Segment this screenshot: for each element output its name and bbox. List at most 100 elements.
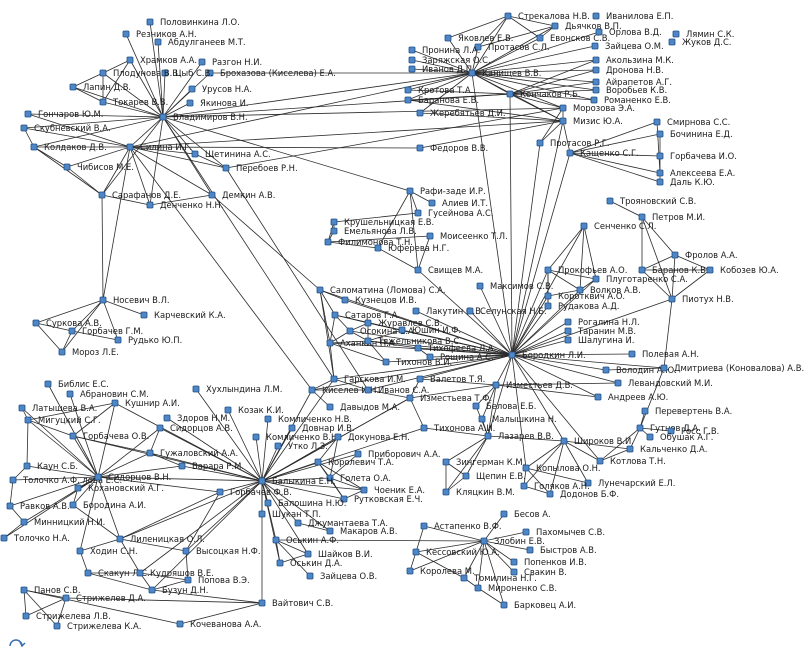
- node-marker[interactable]: [646, 433, 654, 441]
- node-marker[interactable]: [526, 546, 534, 554]
- node-marker[interactable]: [294, 519, 302, 527]
- graph-node[interactable]: Резников А.Н.: [122, 29, 197, 39]
- node-marker[interactable]: [544, 266, 552, 274]
- graph-node[interactable]: Иванов С.А.: [364, 385, 429, 395]
- node-marker[interactable]: [24, 416, 32, 424]
- node-marker[interactable]: [560, 437, 568, 445]
- graph-node[interactable]: Изместьева Т.Ф.: [406, 393, 492, 403]
- node-marker[interactable]: [341, 296, 349, 304]
- node-marker[interactable]: [484, 432, 492, 440]
- graph-node[interactable]: Силина И.Г.: [126, 142, 192, 152]
- node-marker[interactable]: [426, 353, 434, 361]
- node-marker[interactable]: [420, 424, 428, 432]
- node-marker[interactable]: [23, 462, 31, 470]
- graph-node[interactable]: Стрижелева К.А.: [53, 621, 141, 631]
- graph-node[interactable]: Смирнова С.С.: [653, 117, 730, 127]
- node-marker[interactable]: [641, 407, 649, 415]
- graph-node[interactable]: Якинова И.: [186, 98, 249, 108]
- graph-node[interactable]: Панов С.В.: [20, 585, 81, 595]
- node-marker[interactable]: [0, 534, 8, 542]
- node-marker[interactable]: [442, 458, 450, 466]
- graph-node[interactable]: Давыдов М.А.: [326, 402, 400, 412]
- graph-node[interactable]: Иванов Д.П.: [408, 64, 475, 74]
- graph-node[interactable]: Перебоев Р.Н.: [222, 163, 298, 173]
- node-marker[interactable]: [522, 528, 530, 536]
- graph-node[interactable]: Емельянова Л.В.: [330, 226, 417, 236]
- graph-node[interactable]: Полевая А.Н.: [628, 349, 699, 359]
- node-marker[interactable]: [334, 433, 342, 441]
- node-marker[interactable]: [346, 327, 354, 335]
- corner-refresh-icon[interactable]: [9, 639, 26, 648]
- node-marker[interactable]: [546, 490, 554, 498]
- graph-node[interactable]: Яковлев Е.В.: [444, 33, 513, 43]
- graph-node[interactable]: Селунская Н.Б.: [466, 306, 547, 316]
- node-marker[interactable]: [252, 433, 260, 441]
- node-marker[interactable]: [140, 311, 148, 319]
- graph-node[interactable]: Баранова Е.В.: [404, 95, 479, 105]
- graph-node[interactable]: Орлова В.Д.: [595, 27, 662, 37]
- node-marker[interactable]: [198, 58, 206, 66]
- graph-node[interactable]: Брохазова (Киселева) Е.А.: [206, 68, 336, 78]
- graph-node[interactable]: Дьячков В.П.: [551, 21, 622, 31]
- graph-node[interactable]: Макаров А.В.: [326, 526, 397, 536]
- graph-node[interactable]: Королевич Т.А.: [314, 457, 394, 467]
- graph-node[interactable]: Денченко Н.Н.: [146, 200, 224, 210]
- graph-node[interactable]: Мигуцкий С.Г.: [24, 415, 101, 425]
- node-marker[interactable]: [500, 601, 508, 609]
- graph-node[interactable]: Кащенко С.Г.: [566, 148, 639, 158]
- graph-node[interactable]: Кушнир А.И.: [111, 398, 180, 408]
- graph-node[interactable]: Баранов К.В.: [638, 265, 709, 275]
- graph-node[interactable]: Кротова Т.А.: [404, 85, 473, 95]
- graph-node[interactable]: Пиотух Н.В.: [668, 294, 734, 304]
- node-marker[interactable]: [592, 275, 600, 283]
- graph-node[interactable]: Голяков А.Н.: [520, 481, 590, 491]
- graph-node[interactable]: Белова Е.Б.: [472, 401, 536, 411]
- node-marker[interactable]: [276, 559, 284, 567]
- graph-node[interactable]: Урусов Н.А.: [188, 84, 252, 94]
- graph-node[interactable]: Комличенко В.Н.: [252, 432, 340, 442]
- node-marker[interactable]: [590, 96, 598, 104]
- node-marker[interactable]: [566, 149, 574, 157]
- node-marker[interactable]: [258, 477, 266, 485]
- node-marker[interactable]: [591, 42, 599, 50]
- graph-node[interactable]: Рафи-заде И.Р.: [406, 186, 486, 196]
- node-marker[interactable]: [330, 227, 338, 235]
- graph-node[interactable]: Толочко Н.А.: [0, 533, 70, 543]
- graph-node[interactable]: Бочинина Е.Д.: [656, 129, 733, 139]
- node-marker[interactable]: [474, 584, 482, 592]
- node-marker[interactable]: [274, 442, 282, 450]
- graph-node[interactable]: Протасов С.Л.: [474, 42, 550, 52]
- graph-node[interactable]: Джумантаева Т.А.: [294, 518, 388, 528]
- graph-node[interactable]: Трояновский С.В.: [606, 196, 696, 206]
- node-marker[interactable]: [63, 163, 71, 171]
- graph-node[interactable]: Акользина М.К.: [592, 55, 674, 65]
- graph-node[interactable]: Сидорцов А.В.: [156, 423, 233, 433]
- graph-node[interactable]: Перевертень В.А.: [641, 406, 732, 416]
- graph-node[interactable]: Кочеванова А.А.: [176, 619, 261, 629]
- node-marker[interactable]: [592, 56, 600, 64]
- node-marker[interactable]: [592, 12, 600, 20]
- node-marker[interactable]: [414, 209, 422, 217]
- graph-node[interactable]: Алексеева Е.А.: [656, 168, 735, 178]
- node-marker[interactable]: [544, 292, 552, 300]
- graph-node[interactable]: Суркова А.В.: [32, 318, 102, 328]
- node-marker[interactable]: [331, 311, 339, 319]
- graph-node[interactable]: Попова В.Э.: [184, 575, 250, 585]
- graph-node[interactable]: Здоров Н.М.: [163, 413, 230, 423]
- node-marker[interactable]: [420, 522, 428, 530]
- graph-node[interactable]: Пронина Л.А.: [408, 45, 480, 55]
- node-marker[interactable]: [163, 414, 171, 422]
- graph-node[interactable]: Абдулганеев М.Т.: [154, 37, 246, 47]
- node-marker[interactable]: [20, 124, 28, 132]
- graph-node[interactable]: Каун С.Б.: [23, 461, 78, 471]
- graph-node[interactable]: Жеребятьев Д.И.: [416, 108, 506, 118]
- graph-node[interactable]: Изместьев Д.В.: [492, 380, 573, 390]
- graph-node[interactable]: Минницкий Н.И.: [20, 517, 105, 527]
- graph-node[interactable]: Малышкина Н.: [478, 414, 557, 424]
- graph-node[interactable]: Хухлындина Л.М.: [192, 384, 282, 394]
- node-marker[interactable]: [653, 118, 661, 126]
- node-marker[interactable]: [406, 567, 414, 575]
- node-marker[interactable]: [504, 12, 512, 20]
- node-marker[interactable]: [30, 143, 38, 151]
- node-marker[interactable]: [460, 574, 468, 582]
